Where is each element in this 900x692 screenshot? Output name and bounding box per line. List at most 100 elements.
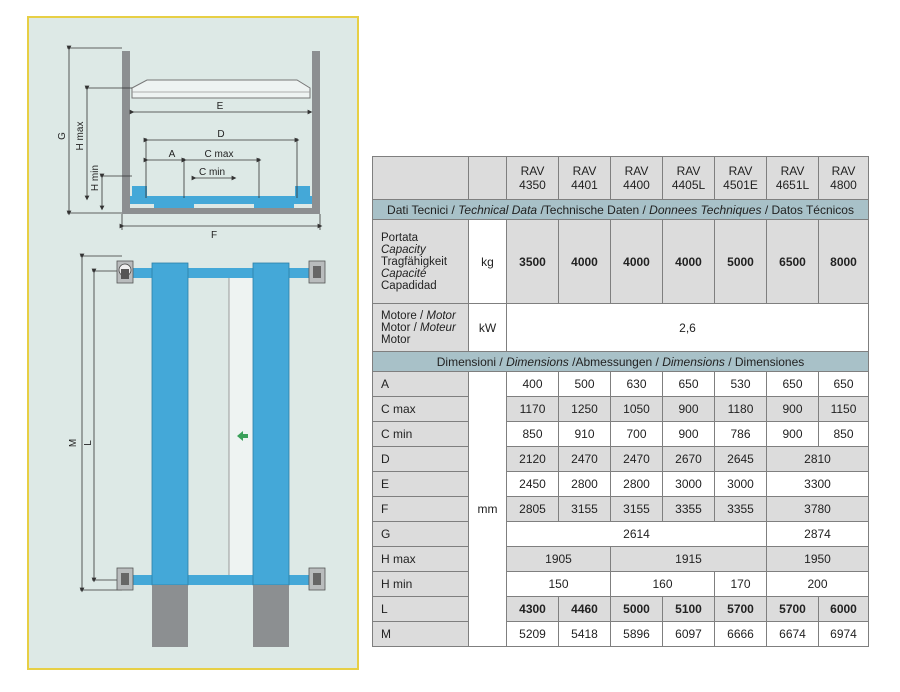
dim-value: 2874 xyxy=(766,521,869,547)
capacity-value: 4000 xyxy=(610,219,663,304)
model-cell: RAV 4405L xyxy=(662,156,715,200)
dim-label: H min xyxy=(372,571,469,597)
bottom-cross-beam xyxy=(122,575,320,585)
dim-value: 900 xyxy=(662,396,715,422)
dim-value: 2450 xyxy=(506,471,559,497)
dim-value: 2670 xyxy=(662,446,715,472)
model-header-row: RAV 4350 RAV 4401 RAV 4400 RAV 4405L RAV… xyxy=(372,156,869,200)
dim-value: 170 xyxy=(714,571,767,597)
dim-label: C min xyxy=(372,421,469,447)
dim-value: 5000 xyxy=(610,596,663,622)
model-cell: RAV 4651L xyxy=(766,156,819,200)
dim-value: 2614 xyxy=(506,521,767,547)
dim-value: 5418 xyxy=(558,621,611,647)
dim-value: 3300 xyxy=(766,471,869,497)
motor-value: 2,6 xyxy=(506,303,869,352)
model-cell: RAV 4350 xyxy=(506,156,559,200)
section-dimensions: Dimensioni / Dimensions /Abmessungen / D… xyxy=(372,351,869,372)
section-technical-data: Dati Tecnici / Technical Data /Technisch… xyxy=(372,199,869,220)
dim-value: 2800 xyxy=(558,471,611,497)
left-ramp xyxy=(152,585,188,647)
dim-value: 3155 xyxy=(558,496,611,522)
dim-row-H-min: H min 150 160 170 200 xyxy=(372,571,869,597)
dim-label-F: F xyxy=(211,230,217,241)
dim-label-L: L xyxy=(83,440,94,446)
dim-label-E: E xyxy=(217,101,224,112)
header-blank-cell xyxy=(372,156,469,200)
model-name: RAV 4401 xyxy=(571,164,598,192)
dim-value: 850 xyxy=(506,421,559,447)
lower-platform xyxy=(130,196,312,204)
dim-value: 630 xyxy=(610,371,663,397)
capacity-unit: kg xyxy=(468,219,507,304)
capacity-value: 6500 xyxy=(766,219,819,304)
dim-value: 3355 xyxy=(662,496,715,522)
capacity-value: 4000 xyxy=(662,219,715,304)
top-cross-beam xyxy=(122,268,320,278)
dim-value: 1150 xyxy=(818,396,869,422)
technical-data-table: RAV 4350 RAV 4401 RAV 4400 RAV 4405L RAV… xyxy=(372,156,869,647)
dim-value: 200 xyxy=(766,571,869,597)
dim-label: G xyxy=(372,521,469,547)
technical-drawing-panel: G H max H min E D A C max C min F M L xyxy=(27,16,359,670)
model-cell: RAV 4800 xyxy=(818,156,869,200)
left-runway xyxy=(151,262,189,586)
dim-label: A xyxy=(372,371,469,397)
header-unit-blank-cell xyxy=(468,156,507,200)
dim-value: 3780 xyxy=(766,496,869,522)
right-runway xyxy=(252,262,290,586)
capacity-row: Portata Capacity Tragfähigkeit Capacité … xyxy=(372,219,869,304)
dim-value: 5700 xyxy=(714,596,767,622)
dim-value: 900 xyxy=(766,396,819,422)
dim-row-F: F 2805 3155 3155 3355 3355 3780 xyxy=(372,496,869,522)
dim-label: M xyxy=(372,621,469,647)
dim-value: 160 xyxy=(610,571,715,597)
dim-value: 2470 xyxy=(610,446,663,472)
dim-value: 1905 xyxy=(506,546,611,572)
dim-value: 1915 xyxy=(610,546,767,572)
centre-plate xyxy=(228,273,255,581)
model-name: RAV 4651L xyxy=(775,164,810,192)
dim-value: 6674 xyxy=(766,621,819,647)
dim-value: 650 xyxy=(662,371,715,397)
dim-label-A: A xyxy=(169,149,176,160)
dim-value: 2470 xyxy=(558,446,611,472)
dim-label: H max xyxy=(372,546,469,572)
dim-label: E xyxy=(372,471,469,497)
dim-value: 3000 xyxy=(662,471,715,497)
capacity-value: 4000 xyxy=(558,219,611,304)
dim-value: 900 xyxy=(662,421,715,447)
model-name: RAV 4400 xyxy=(623,164,650,192)
dim-value: 910 xyxy=(558,421,611,447)
dim-value: 3155 xyxy=(610,496,663,522)
dim-value: 2120 xyxy=(506,446,559,472)
direction-arrow-icon xyxy=(237,431,248,441)
dim-value: 6000 xyxy=(818,596,869,622)
dim-value: 786 xyxy=(714,421,767,447)
dim-value: 150 xyxy=(506,571,611,597)
dim-value: 650 xyxy=(818,371,869,397)
dim-value: 6097 xyxy=(662,621,715,647)
right-column xyxy=(312,51,320,211)
dim-value: 5209 xyxy=(506,621,559,647)
capacity-value: 8000 xyxy=(818,219,869,304)
dim-row-H-max: H max 1905 1915 1950 xyxy=(372,546,869,572)
section-title-dimensions: Dimensioni / Dimensions /Abmessungen / D… xyxy=(372,351,869,372)
right-ramp xyxy=(253,585,289,647)
dim-value: 4460 xyxy=(558,596,611,622)
dim-row-M: M 5209 5418 5896 6097 6666 6674 6974 xyxy=(372,621,869,647)
dim-label: F xyxy=(372,496,469,522)
dim-label: C max xyxy=(372,396,469,422)
dim-value: 2645 xyxy=(714,446,767,472)
dim-value: 700 xyxy=(610,421,663,447)
upper-runway xyxy=(131,79,311,99)
dim-label: L xyxy=(372,596,469,622)
motor-unit: kW xyxy=(468,303,507,352)
dim-value: 2805 xyxy=(506,496,559,522)
model-name: RAV 4405L xyxy=(671,164,706,192)
dim-row-C-min: C min 850 910 700 900 786 900 850 xyxy=(372,421,869,447)
top-view: M L xyxy=(68,253,326,647)
dim-label: D xyxy=(372,446,469,472)
capacity-value: 3500 xyxy=(506,219,559,304)
section-title-technical-data: Dati Tecnici / Technical Data /Technisch… xyxy=(372,199,869,220)
